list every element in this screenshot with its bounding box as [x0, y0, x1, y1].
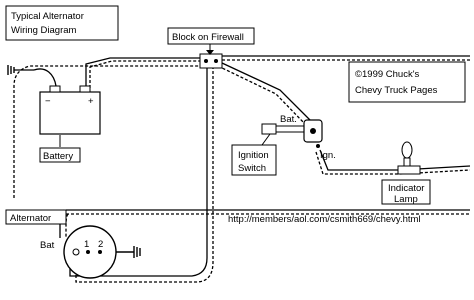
ign-switch-label: Ign.	[320, 150, 336, 161]
battery-minus: −	[45, 96, 51, 107]
copyright-line-1: ©1999 Chuck's	[355, 69, 420, 80]
ignition-switch: Bat. Ign. Ignition Switch	[231, 114, 336, 176]
copyright-line-2: Chevy Truck Pages	[355, 85, 438, 96]
title-box: Typical Alternator Wiring Diagram	[5, 5, 119, 41]
url-text: http://members/aol.com/csmith669/chevy.h…	[228, 214, 421, 225]
battery: − + Battery	[39, 85, 101, 163]
title-line-2: Wiring Diagram	[11, 25, 77, 36]
battery-label: Battery	[43, 151, 73, 162]
alternator-label: Alternator	[10, 213, 51, 224]
indicator-line-1: Indicator	[388, 183, 424, 194]
alternator: Alternator 1 2 Bat	[5, 209, 141, 279]
ignition-line-1: Ignition	[238, 150, 269, 161]
indicator-line-2: Lamp	[394, 194, 418, 205]
bat-alt-label: Bat	[40, 240, 55, 251]
firewall-block-label: Block on Firewall	[172, 32, 244, 43]
wires	[13, 55, 471, 283]
title-line-1: Typical Alternator	[11, 11, 84, 22]
ground-symbol	[7, 65, 34, 75]
bat-switch-label: Bat.	[280, 114, 297, 125]
ignition-line-2: Switch	[238, 163, 266, 174]
firewall-block: Block on Firewall	[167, 27, 255, 69]
terminal-2: 2	[98, 239, 103, 250]
terminal-1: 1	[84, 239, 89, 250]
battery-plus: +	[88, 96, 94, 107]
indicator-lamp: Indicator Lamp	[381, 141, 431, 205]
copyright-box: ©1999 Chuck's Chevy Truck Pages	[348, 61, 466, 103]
